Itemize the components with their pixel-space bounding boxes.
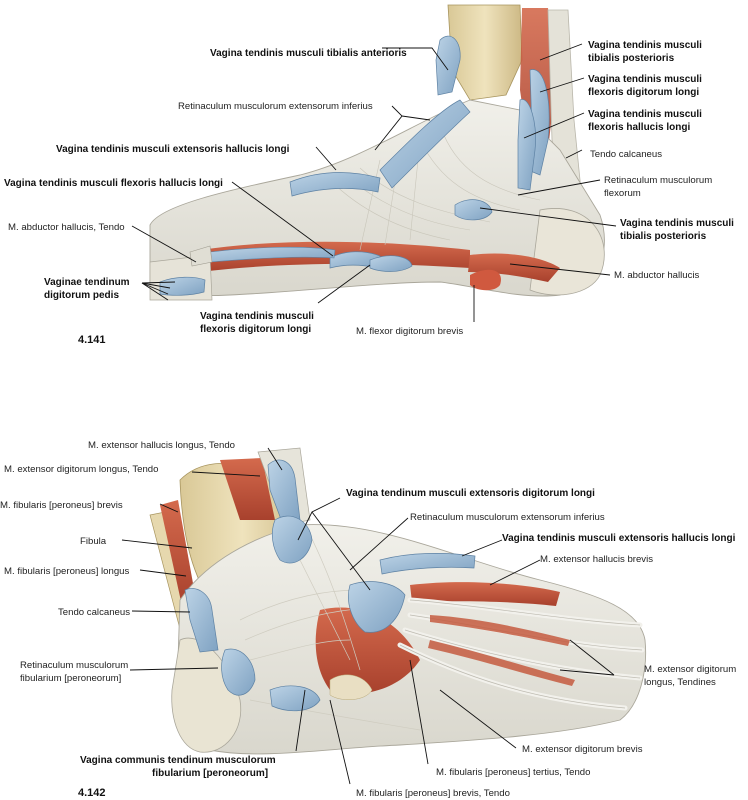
sheath-ext-hall-longus [289, 172, 381, 197]
flexor-brevis-muscle [470, 269, 501, 291]
label-ext-dig-longus-tendines-a: M. extensor digitorum [644, 664, 736, 675]
label-abd-hall-tendo: M. abductor hallucis, Tendo [8, 222, 125, 233]
sheath-tibialis-posterior [454, 199, 493, 221]
sheath-fibular-lower [269, 685, 321, 712]
label-vag-ext-dig-longi: Vagina tendinum musculi extensoris digit… [346, 488, 595, 499]
label-ext-hall-longi: Vagina tendinis musculi extensoris hallu… [56, 144, 290, 155]
label-vag-comm-fib-a: Vagina communis tendinum musculorum [80, 755, 276, 766]
label-flex-dig-brevis: M. flexor digitorum brevis [356, 326, 463, 337]
label-fib-longus: M. fibularis [peroneus] longus [4, 566, 130, 577]
label-tib-post-2a: Vagina tendinis musculi [620, 218, 734, 229]
interosseous-strips [430, 615, 570, 646]
figure-number-4-141: 4.141 [78, 334, 106, 346]
fibular-muscle [160, 500, 196, 606]
ext-digitorum-brevis-muscle [315, 607, 420, 694]
figure-4-142-illustration [149, 447, 647, 755]
label-fibula: Fibula [80, 536, 107, 547]
label-flex-dig-longi-2b: flexoris digitorum longi [588, 87, 699, 98]
label-abd-hall: M. abductor hallucis [614, 270, 700, 281]
abductor-hallucis-muscle [468, 253, 560, 282]
ext-hallucis-brevis-muscle [410, 582, 560, 606]
label-vag-ext-hall-longi: Vagina tendinis musculi extensoris hallu… [502, 533, 736, 544]
labels-4-141: Vagina tendinis musculi tibialis anterio… [4, 40, 734, 346]
leader-lines-4-142 [121, 447, 615, 785]
label-tendo-calc-2: Tendo calcaneus [58, 607, 130, 618]
label-flex-dig-longi-2a: Vagina tendinis musculi [588, 74, 702, 85]
label-ext-hall-brevis: M. extensor hallucis brevis [540, 554, 653, 565]
sheath-ext-dig-longus [271, 515, 313, 564]
label-flex-dig-longi-1b: flexoris digitorum longi [200, 324, 311, 335]
label-flex-hall-longi-2a: Vagina tendinis musculi [588, 109, 702, 120]
label-ret-fib-a: Retinaculum musculorum [20, 660, 128, 671]
sheath-fibular-common [221, 648, 256, 696]
leader-lines-4-141 [131, 43, 617, 322]
interosseous-strips-2 [428, 640, 575, 686]
label-ext-dig-longus-tendo: M. extensor digitorum longus, Tendo [4, 464, 158, 475]
sheath-fibular-upper [184, 588, 219, 653]
label-ret-flex-a: Retinaculum musculorum [604, 175, 712, 186]
label-tib-post-1a: Vagina tendinis musculi [588, 40, 702, 51]
sheath-flexor-dig-longus-2 [369, 255, 413, 272]
sheath-digits [159, 276, 206, 296]
anterior-muscles [220, 458, 275, 520]
label-flex-hall-longi-1: Vagina tendinis musculi flexoris halluci… [4, 178, 223, 189]
label-fib-brevis-tendo: M. fibularis [peroneus] brevis, Tendo [356, 788, 510, 799]
label-vag-dig-pedis-2: digitorum pedis [44, 290, 119, 301]
label-ext-dig-longus-tendines-b: longus, Tendines [644, 677, 716, 688]
sheath-tibialis-anterior [435, 35, 461, 96]
label-ext-hall-longus-tendo: M. extensor hallucis longus, Tendo [88, 440, 235, 451]
label-tib-ant: Vagina tendinis musculi tibialis anterio… [210, 48, 407, 59]
label-ret-fib-b: fibularium [peroneorum] [20, 673, 121, 684]
label-flex-hall-longi-2b: flexoris hallucis longi [588, 122, 690, 133]
sheath-tibialis-anterior-lower [379, 99, 471, 189]
label-ext-dig-brevis: M. extensor digitorum brevis [522, 744, 643, 755]
fat-pad [329, 674, 373, 700]
figure-number-4-142: 4.142 [78, 787, 106, 799]
sheath-flexor-hallucis [517, 99, 536, 191]
figure-4-141-illustration [149, 4, 605, 301]
sheath-ext-hall-longus-lower [379, 553, 476, 575]
label-tendo-calc-1: Tendo calcaneus [590, 149, 662, 160]
sheath-ext-dig-longus-lower [348, 581, 406, 633]
label-ret-flex-b: flexorum [604, 188, 641, 199]
label-fib-brevis: M. fibularis [peroneus] brevis [0, 500, 123, 511]
abductor-hallucis-tendon [189, 245, 213, 267]
label-fib-tertius: M. fibularis [peroneus] tertius, Tendo [436, 767, 590, 778]
label-ret-ext-inf-1: Retinaculum musculorum extensorum inferi… [178, 101, 373, 112]
label-ret-ext-inf-2: Retinaculum musculorum extensorum inferi… [410, 512, 605, 523]
label-flex-dig-longi-1a: Vagina tendinis musculi [200, 311, 314, 322]
labels-4-142: M. extensor hallucis longus, Tendo M. ex… [0, 440, 736, 799]
label-tib-post-1b: tibialis posterioris [588, 53, 675, 64]
label-vag-comm-fib-b: fibularium [peroneorum] [152, 768, 268, 779]
label-vag-dig-pedis-1: Vaginae tendinum [44, 277, 130, 288]
sheath-plantar-long [209, 246, 336, 263]
label-tib-post-2b: tibialis posterioris [620, 231, 707, 242]
